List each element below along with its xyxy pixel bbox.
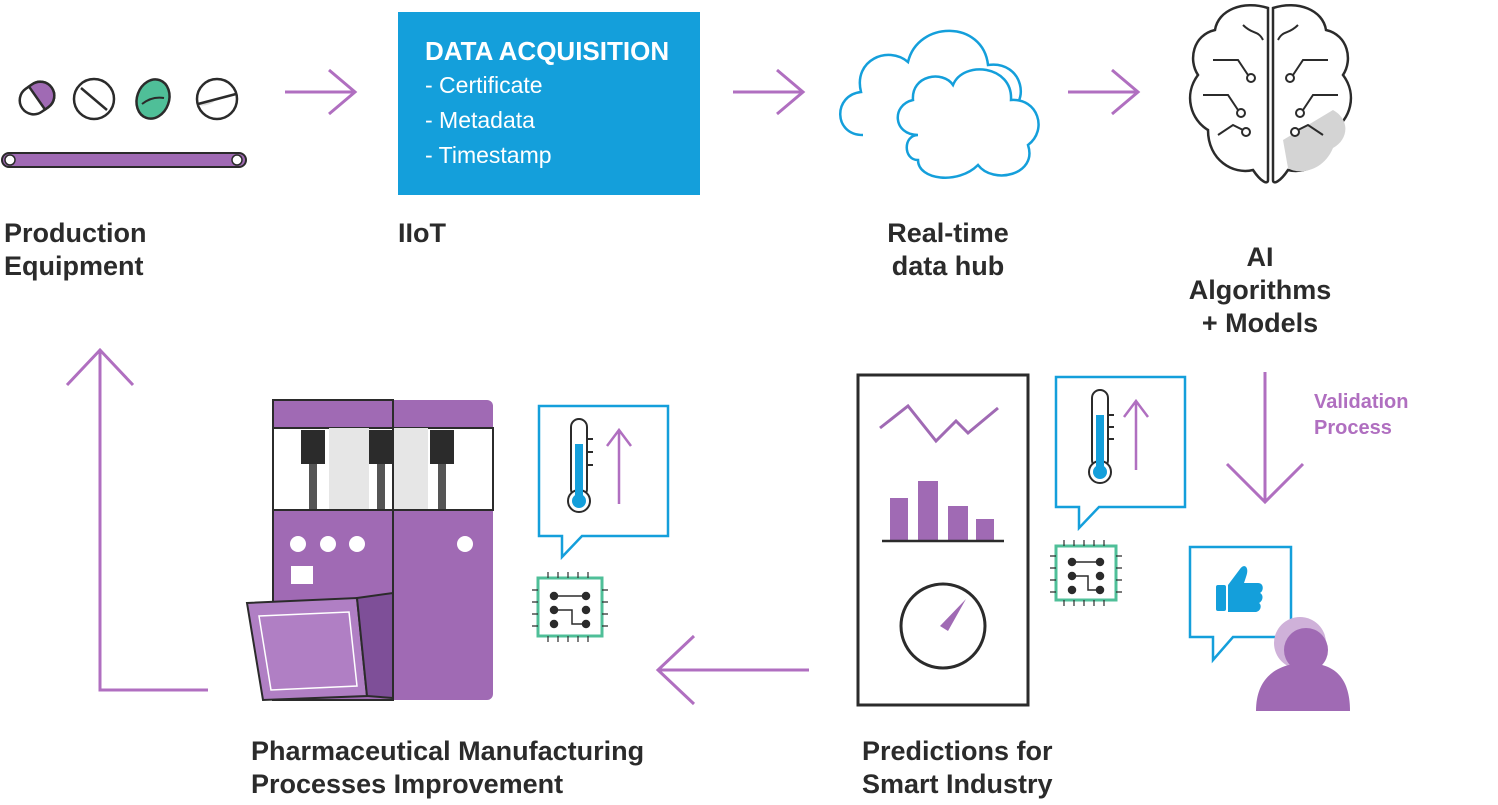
arrow-right-icon — [733, 68, 806, 116]
machine-icon — [245, 399, 494, 702]
data-acquisition-item: - Metadata — [425, 107, 535, 133]
label-line: AI — [1246, 242, 1274, 272]
validation-label: Validation Process — [1314, 389, 1408, 441]
arrow-up-return-icon — [65, 347, 208, 692]
label-line: Predictions for — [862, 736, 1053, 766]
pharma-label: Pharmaceutical Manufacturing Processes I… — [251, 735, 644, 801]
label-line: data hub — [891, 251, 1005, 281]
predictions-label: Predictions for Smart Industry — [862, 735, 1053, 801]
arrow-left-icon — [655, 634, 809, 706]
data-acquisition-item: - Timestamp — [425, 142, 552, 168]
thermometer-icon — [1088, 389, 1114, 484]
chip-icon — [1050, 540, 1122, 606]
label-line: Equipment — [4, 251, 144, 281]
thermometer-icon — [567, 418, 593, 513]
label-line: + Models — [1201, 308, 1319, 338]
arrow-down-icon — [1225, 372, 1305, 505]
label-line: Smart Industry — [862, 769, 1053, 799]
pills-icon — [18, 77, 239, 121]
conveyor-icon — [1, 152, 247, 168]
brain-icon — [1188, 3, 1353, 184]
label-line: Production — [4, 218, 147, 248]
label-line: Real-time — [887, 218, 1009, 248]
dashboard-icon — [856, 373, 1030, 707]
arrow-right-icon — [1068, 68, 1141, 116]
thumbs-up-icon — [1216, 566, 1263, 612]
label-line: Process — [1314, 417, 1392, 439]
data-acquisition-title: DATA ACQUISITION — [425, 36, 670, 66]
label-line: Validation — [1314, 391, 1409, 413]
arrow-right-icon — [285, 68, 358, 116]
data-hub-label: Real-time data hub — [868, 217, 1028, 283]
data-acquisition-box: DATA ACQUISITION - Certificate - Metadat… — [398, 12, 700, 195]
label-line: Pharmaceutical Manufacturing — [251, 736, 645, 766]
data-acquisition-item: - Certificate — [425, 72, 543, 98]
person-icon — [1256, 617, 1350, 711]
cloud-icon — [839, 29, 1040, 179]
thermometer-bubble — [1054, 375, 1187, 532]
ai-label: AI Algorithms + Models — [1170, 241, 1350, 340]
production-equipment-label: Production Equipment — [4, 217, 147, 283]
thermometer-bubble — [537, 404, 670, 561]
label-line: Algorithms — [1188, 275, 1332, 305]
iiot-label: IIoT — [398, 218, 446, 248]
label-line: Processes Improvement — [251, 769, 564, 799]
thumbs-up-bubble — [1188, 545, 1350, 711]
chip-icon — [532, 572, 608, 642]
